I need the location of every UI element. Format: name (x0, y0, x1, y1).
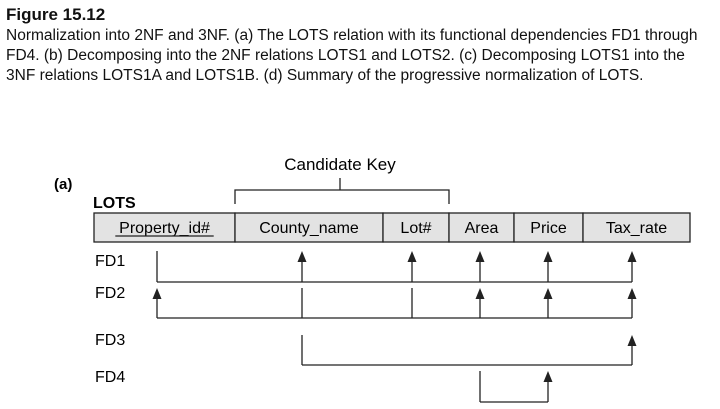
attribute-cell-lot (382, 212, 450, 243)
part-label: (a) (54, 176, 72, 193)
attribute-tax-rate: Tax_rate (606, 220, 667, 237)
fd-label: FD3 (95, 332, 125, 349)
arrowhead (627, 288, 637, 299)
attribute-cell-area (448, 212, 515, 243)
arrowhead (475, 251, 485, 262)
arrowhead (297, 251, 307, 262)
attribute-price: Price (530, 220, 567, 237)
fd-fd1: FD1 (95, 251, 637, 283)
arrowhead (543, 251, 553, 262)
fd-label: FD2 (95, 285, 125, 302)
relation-name: LOTS (93, 195, 136, 212)
candidate-key-label: Candidate Key (284, 155, 396, 174)
attribute-lot: Lot# (400, 220, 431, 237)
bracket-line (234, 189, 450, 204)
arrowhead (152, 288, 162, 299)
arrowhead (627, 335, 637, 346)
attribute-row: Property_id# County_name Lot# Area Price Tax_… (93, 212, 691, 243)
arrowhead (475, 288, 485, 299)
fd-label: FD1 (95, 253, 125, 270)
arrowhead (543, 288, 553, 299)
figure-title: Figure 15.12 (6, 5, 106, 24)
fd-fd3: FD3 (95, 332, 637, 366)
fd-fd4: FD4 (95, 369, 553, 403)
candidate-key-bracket (234, 178, 450, 204)
caption-text: Normalization into 2NF and 3NF. (a) The … (6, 27, 698, 84)
arrowhead (543, 371, 553, 382)
attribute-county-name: County_name (259, 220, 359, 237)
fd-label: FD4 (95, 369, 125, 386)
attribute-cell-price (513, 212, 584, 243)
arrowhead (407, 251, 417, 262)
attribute-cell-tax-rate (582, 212, 691, 243)
fd-fd2: FD2 (95, 285, 637, 319)
attribute-area: Area (465, 220, 499, 237)
arrowhead (627, 251, 637, 262)
attribute-property-id: Property_id# (119, 220, 210, 237)
figure-caption: Figure 15.12 Normalization into 2NF and … (6, 4, 714, 86)
